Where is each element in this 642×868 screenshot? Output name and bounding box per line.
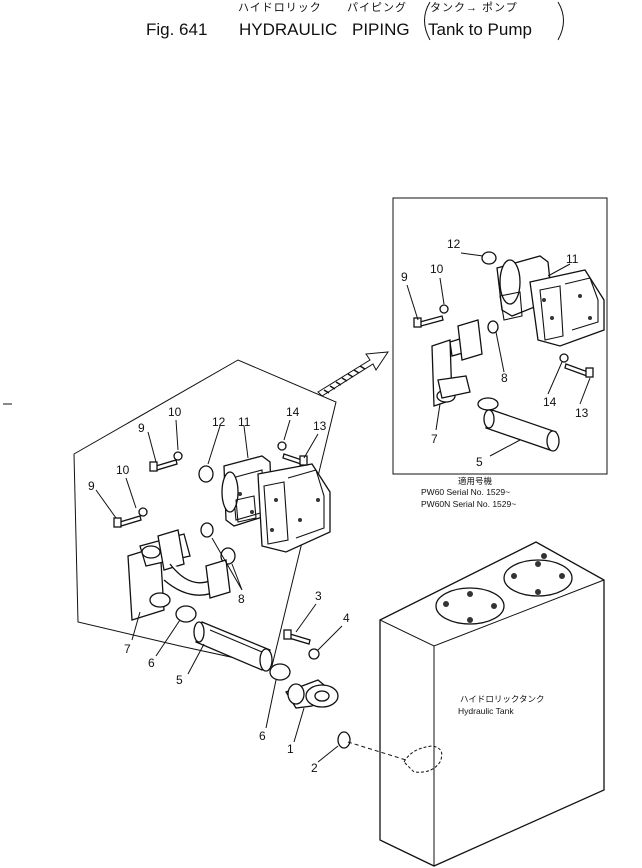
- main-elbow: [127, 529, 231, 621]
- inset-callout-8: 8: [501, 371, 508, 385]
- main-washer-10-upper: [173, 451, 183, 461]
- inset-pump: [496, 255, 605, 347]
- figure-title: ハイドロリック パイピング タンク→ ポンプ Fig. 641 HYDRAULI…: [0, 0, 642, 60]
- main-clamp-upper: [175, 605, 197, 623]
- callout-3: 3: [315, 589, 322, 603]
- main-bolt-9-lower: [113, 515, 142, 528]
- inset-elbow: [431, 319, 483, 407]
- title-jp-tank-pump: タンク→ ポンプ: [430, 2, 518, 14]
- callout-4: 4: [343, 611, 350, 625]
- inset-clamp: [477, 397, 499, 411]
- main-callout-11: 11: [238, 415, 251, 429]
- serial-line-pw60n: PW60N Serial No. 1529~: [421, 499, 516, 509]
- suction-flange-1: [285, 679, 339, 709]
- arrow-icon: [317, 351, 389, 397]
- main-oring-8a: [200, 522, 214, 538]
- title-jp-piping: パイピング: [347, 2, 407, 14]
- serial-line-pw60: PW60 Serial No. 1529~: [421, 487, 510, 497]
- inset-callout-7: 7: [431, 432, 438, 446]
- main-washer-10-lower: [138, 507, 148, 517]
- main-callout-8: 8: [238, 592, 245, 606]
- main-callout-10-lower: 10: [116, 463, 130, 477]
- main-callout-14: 14: [286, 405, 300, 419]
- title-piping: PIPING: [352, 20, 410, 39]
- main-bolt-13: [282, 453, 308, 466]
- hydraulic-tank: [347, 541, 605, 867]
- main-callout-10-upper: 10: [168, 405, 182, 419]
- inset-hose: [483, 409, 560, 452]
- main-callout-13: 13: [313, 419, 327, 433]
- tank-label-jp: ハイドロリックタンク: [460, 694, 545, 704]
- inset-washer-10: [439, 304, 449, 314]
- main-pump: [221, 455, 331, 553]
- main-callout-12: 12: [212, 415, 226, 429]
- main-hose: [193, 621, 273, 672]
- inset-callout-10: 10: [430, 262, 444, 276]
- callout-1: 1: [287, 742, 294, 756]
- serial-heading: 適用号機: [458, 476, 493, 486]
- inset-frame: [392, 197, 608, 475]
- main-assembly-frame: [73, 359, 337, 667]
- main-callout-5: 5: [176, 673, 183, 687]
- title-hydraulic: HYDRAULIC: [239, 20, 338, 39]
- inset-callout-12: 12: [447, 237, 461, 251]
- main-callout-7: 7: [124, 642, 131, 656]
- main-callout-9-lower: 9: [88, 479, 95, 493]
- title-jp-hydraulic: ハイドロリック: [238, 2, 322, 14]
- bolt-3: [283, 629, 311, 645]
- inset-bolt-9: [413, 315, 444, 328]
- inset-oring-8: [487, 320, 499, 334]
- main-callout-6-upper: 6: [148, 656, 155, 670]
- callout-2: 2: [311, 761, 318, 775]
- main-washer-14: [277, 441, 287, 451]
- tank-label: Hydraulic Tank: [458, 706, 514, 716]
- figure-number: Fig. 641: [146, 20, 208, 39]
- inset-callout-9: 9: [401, 270, 408, 284]
- oring-2: [337, 731, 351, 749]
- main-oring-12: [198, 465, 214, 483]
- main-bolt-9-upper: [149, 459, 178, 472]
- title-tank-pump: Tank to Pump: [428, 20, 532, 39]
- inset-panel: 12 11 9 10 8 14 13 7 5: [317, 197, 608, 475]
- inset-callout-5: 5: [476, 455, 483, 469]
- main-clamp-lower: [269, 663, 291, 681]
- inset-callout-14: 14: [543, 395, 557, 409]
- washer-4: [308, 648, 320, 660]
- inset-callout-11: 11: [566, 252, 579, 266]
- main-callout-9-upper: 9: [138, 421, 145, 435]
- title-parentheses: [424, 1, 564, 41]
- inset-oring-12: [481, 251, 497, 265]
- callout-6-lower: 6: [259, 729, 266, 743]
- inset-bolt-13: [564, 363, 594, 378]
- inset-callout-13: 13: [575, 406, 589, 420]
- inset-washer-14: [559, 353, 569, 363]
